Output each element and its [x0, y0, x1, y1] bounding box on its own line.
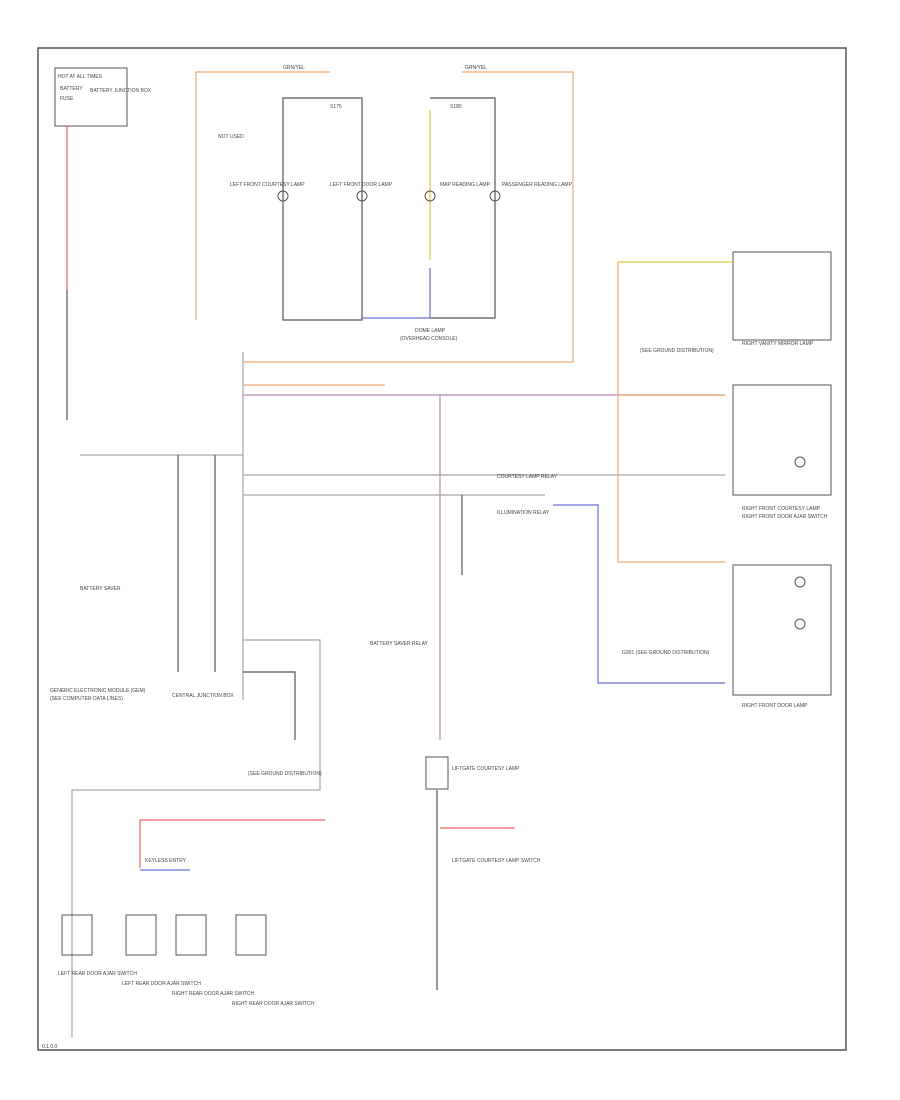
- ground-note-label: (SEE GROUND DISTRIBUTION): [248, 771, 322, 777]
- rear-door-red-feed: [139, 819, 325, 868]
- dome-lamp-sub: (OVERHEAD CONSOLE): [400, 336, 458, 342]
- rf-door-box: [732, 564, 832, 696]
- lamp4-label: PASSENGER READING LAMP: [502, 182, 573, 188]
- left-heat-label: NOT USED: [218, 134, 244, 140]
- fuse-box: [54, 67, 128, 127]
- lamp-icon: [424, 190, 436, 202]
- door-switch-rr: [175, 914, 207, 956]
- battery-saver-relay-label: BATTERY SAVER RELAY: [370, 641, 429, 647]
- rr-door2-label: RIGHT REAR DOOR AJAR SWITCH: [232, 1001, 315, 1007]
- rf-ground-label: G301 (SEE GROUND DISTRIBUTION): [622, 650, 710, 656]
- lamp-group-right: [430, 97, 496, 319]
- battery-saver-label: BATTERY SAVER: [80, 586, 121, 592]
- dome-lamp-label: DOME LAMP: [415, 328, 446, 334]
- blue-relay-wire: [553, 504, 725, 684]
- lamp-icon: [794, 576, 806, 588]
- rf-door-switch-label: RIGHT FRONT DOOR AJAR SWITCH: [742, 514, 828, 520]
- gem-sub: (SEE COMPUTER DATA LINES): [50, 696, 123, 702]
- lamp1-label: LEFT FRONT COURTESY LAMP: [230, 182, 305, 188]
- orange-loop-left: [195, 71, 330, 320]
- central-junction-label: CENTRAL JUNCTION BOX: [172, 693, 234, 699]
- liftgate-lamp-box: [425, 756, 449, 790]
- gem-label: GENERIC ELECTRONIC MODULE (GEM): [50, 688, 146, 694]
- fuse-name: FUSE: [60, 96, 74, 102]
- door-switch-rr2: [235, 914, 267, 956]
- lamp-icon: [489, 190, 501, 202]
- right-vanity-sub: (SEE GROUND DISTRIBUTION): [640, 348, 714, 354]
- orange-loop-right: [243, 71, 574, 363]
- orange-right-vertical: [617, 262, 725, 563]
- splice-top-right: S180: [450, 104, 462, 110]
- lamp-blue-wire: [362, 268, 431, 319]
- keyless-label: KEYLESS ENTRY: [145, 858, 187, 864]
- lr-door-label: LEFT REAR DOOR AJAR SWITCH: [58, 971, 137, 977]
- diagram-frame: [37, 47, 847, 1051]
- right-vanity-box: [732, 251, 832, 341]
- lamp-icon: [356, 190, 368, 202]
- lr-door2-label: LEFT REAR DOOR AJAR SWITCH: [122, 981, 201, 987]
- illumination-relay-label: ILLUMINATION RELAY: [497, 510, 550, 516]
- right-vanity-label: RIGHT VANITY MIRROR LAMP: [742, 341, 814, 347]
- black-connector-wire: [243, 671, 296, 740]
- rf-courtesy-box: [732, 384, 832, 496]
- lamp-icon: [794, 618, 806, 630]
- splice-top-left: S175: [330, 104, 342, 110]
- rf-door-lamp-label: RIGHT FRONT DOOR LAMP: [742, 703, 808, 709]
- lamp-icon: [794, 456, 806, 468]
- rr-door-label: RIGHT REAR DOOR AJAR SWITCH: [172, 991, 255, 997]
- fuse-box-sub: BATTERY: [60, 86, 83, 92]
- courtesy-relay-label: COURTESY LAMP RELAY: [497, 474, 558, 480]
- fuse-box-label: HOT AT ALL TIMES: [58, 74, 103, 80]
- lamp-icon: [277, 190, 289, 202]
- top-wire-right-label: GRN/YEL: [465, 65, 487, 71]
- footer-label: 0.1.0.0: [42, 1044, 58, 1050]
- top-wire-left-label: GRN/YEL: [283, 65, 305, 71]
- rf-courtesy-label: RIGHT FRONT COURTESY LAMP: [742, 506, 821, 512]
- liftgate-switch-label: LIFTGATE COURTESY LAMP SWITCH: [452, 858, 541, 864]
- door-switch-lr2: [125, 914, 157, 956]
- liftgate-lamp-label: LIFTGATE COURTESY LAMP: [452, 766, 520, 772]
- lamp3-label: MAP READING LAMP: [440, 182, 491, 188]
- lamp2-label: LEFT FRONT DOOR LAMP: [330, 182, 393, 188]
- fuse-block-label: BATTERY JUNCTION BOX: [90, 88, 152, 94]
- lamp-group-left: [282, 97, 363, 321]
- door-switch-lr: [61, 914, 93, 956]
- gray-down-wire: [71, 639, 321, 1038]
